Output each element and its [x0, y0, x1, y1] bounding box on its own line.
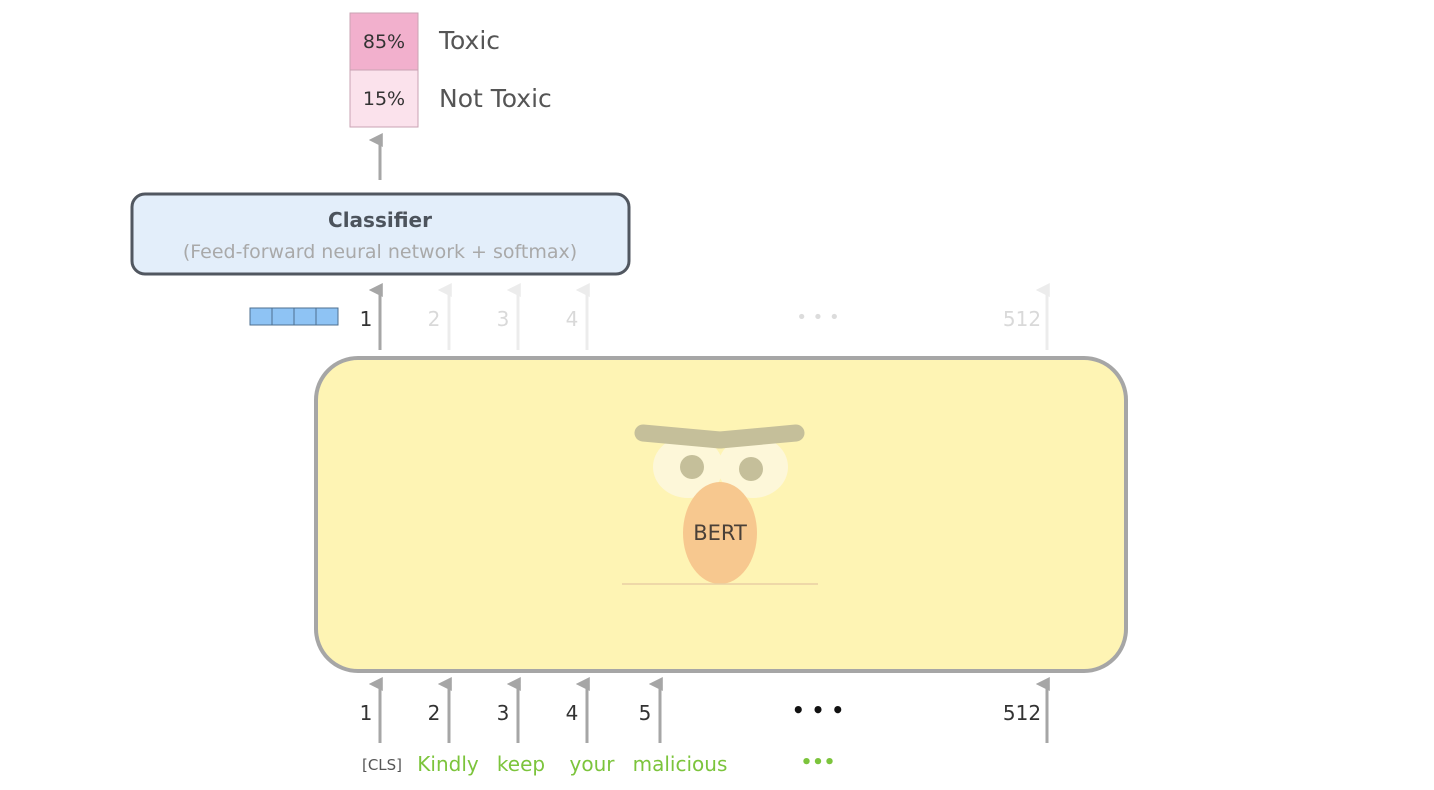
- input-position-512: 512: [1003, 701, 1041, 725]
- input-position-ellipsis: • • •: [792, 698, 844, 722]
- input-position-3: 3: [497, 701, 510, 725]
- vector-cell: [293, 307, 317, 326]
- input-position-labels: 1 2 3 4 5 • • • 512: [360, 698, 1041, 725]
- bert-label: BERT: [693, 521, 747, 545]
- input-position-5: 5: [639, 701, 652, 725]
- toxic-prob-box: [349, 12, 419, 71]
- vector-cell: [271, 307, 295, 326]
- classifier-title: Classifier: [328, 208, 432, 232]
- output-position-1: 1: [360, 307, 373, 331]
- input-position-4: 4: [566, 701, 579, 725]
- output-position-4: 4: [566, 307, 579, 331]
- left-eyebrow: [634, 424, 729, 449]
- output-position-3: 3: [497, 307, 510, 331]
- input-position-1: 1: [360, 701, 373, 725]
- bert-block: BERT: [314, 356, 1128, 673]
- token-cls: [CLS]: [362, 756, 402, 774]
- token-malicious: malicious: [633, 752, 728, 776]
- classifier-subtitle: (Feed-forward neural network + softmax): [183, 241, 577, 263]
- output-probabilities: 85% Toxic 15% Not Toxic: [349, 12, 552, 128]
- output-position-512: 512: [1003, 307, 1041, 331]
- not-toxic-prob-box: [349, 69, 419, 128]
- output-position-2: 2: [428, 307, 441, 331]
- output-position-ellipsis: • • •: [796, 307, 839, 328]
- toxic-percent: 85%: [363, 31, 405, 53]
- classifier-block: Classifier (Feed-forward neural network …: [130, 192, 631, 276]
- input-position-2: 2: [428, 701, 441, 725]
- not-toxic-label: Not Toxic: [439, 84, 552, 113]
- token-kindly: Kindly: [417, 752, 479, 776]
- vector-cell: [249, 307, 273, 326]
- output-position-arrows: [368, 283, 1050, 350]
- output-position-labels: 1 2 3 4 • • • 512: [360, 307, 1041, 331]
- classifier-box: [130, 192, 631, 276]
- vector-cell: [315, 307, 339, 326]
- input-position-arrows: [368, 677, 1050, 743]
- token-your: your: [570, 752, 616, 776]
- not-toxic-percent: 15%: [363, 88, 405, 110]
- right-pupil: [739, 457, 763, 481]
- toxic-label: Toxic: [438, 26, 500, 55]
- token-keep: keep: [497, 752, 545, 776]
- right-eyebrow: [711, 424, 805, 449]
- input-tokens: [CLS] Kindly keep your malicious •••: [362, 752, 835, 776]
- bert-nose: [683, 482, 757, 584]
- token-ellipsis: •••: [801, 752, 836, 773]
- cls-embedding-vector: [249, 307, 339, 326]
- left-pupil: [680, 455, 704, 479]
